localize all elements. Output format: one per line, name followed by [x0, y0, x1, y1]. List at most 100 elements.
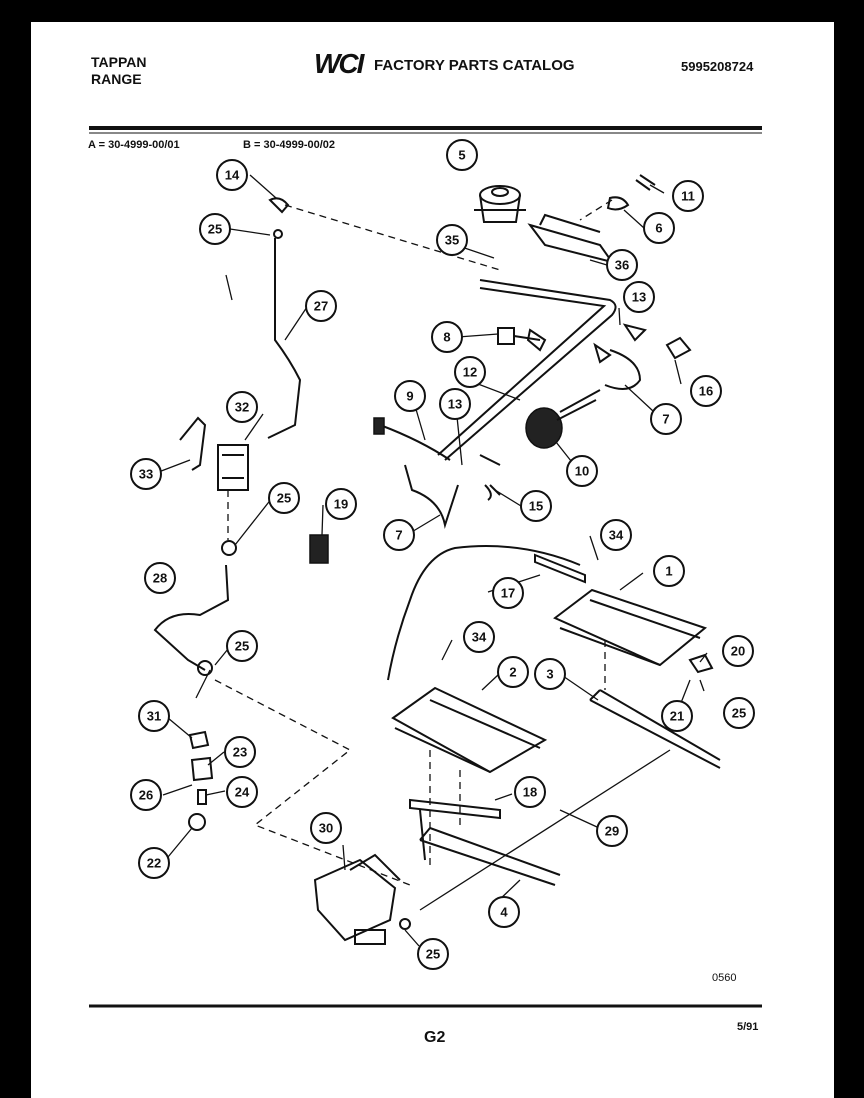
svg-text:27: 27: [314, 299, 328, 314]
callout-25-c: 25: [226, 630, 258, 662]
burner-edge: [559, 599, 701, 666]
svg-text:5: 5: [458, 148, 465, 163]
ignitor-cable: [379, 424, 451, 461]
svg-text:13: 13: [632, 290, 646, 305]
svg-text:2: 2: [509, 665, 516, 680]
pressure-regulator: [525, 407, 563, 449]
burner-bracket: [589, 689, 721, 769]
fitting: [197, 660, 213, 676]
svg-text:32: 32: [235, 400, 249, 415]
svg-text:14: 14: [225, 168, 240, 183]
callout-24: 24: [226, 776, 258, 808]
svg-text:25: 25: [208, 222, 222, 237]
svg-text:7: 7: [395, 528, 402, 543]
callout-36: 36: [606, 249, 638, 281]
valve-fitting: [526, 328, 547, 352]
svg-text:19: 19: [334, 497, 348, 512]
model-a: A = 30-4999-00/01: [88, 139, 180, 151]
spring: [197, 789, 207, 805]
revision-date: 5/91: [737, 1021, 759, 1033]
oven-burner-tube-end: [534, 553, 586, 584]
callout-27: 27: [305, 290, 337, 322]
fitting: [221, 540, 237, 556]
callout-13b: 13: [439, 388, 471, 420]
ignitor-fitting: [593, 323, 647, 364]
svg-text:25: 25: [235, 639, 249, 654]
callout-26: 26: [130, 779, 162, 811]
clamp: [484, 484, 492, 501]
callout-32: 32: [226, 391, 258, 423]
svg-text:34: 34: [609, 528, 624, 543]
callout-35: 35: [436, 224, 468, 256]
svg-text:12: 12: [463, 365, 477, 380]
callout-31: 31: [138, 700, 170, 732]
svg-text:22: 22: [147, 856, 161, 871]
assembly-line: [284, 204, 501, 271]
assembly-line: [214, 679, 411, 886]
callout-4: 4: [488, 896, 520, 928]
callout-13: 13: [623, 281, 655, 313]
page-number: G2: [424, 1029, 446, 1046]
callout-25-d: 25: [723, 697, 755, 729]
svg-text:7: 7: [662, 412, 669, 427]
svg-text:25: 25: [426, 947, 440, 962]
callout-5: 5: [446, 139, 478, 171]
thermostat-bracket: [179, 416, 207, 471]
thermocouple: [404, 464, 459, 529]
callout-18: 18: [514, 776, 546, 808]
oven-burner: [391, 686, 548, 774]
callout-8: 8: [431, 321, 463, 353]
catalog-title: FACTORY PARTS CATALOG: [374, 57, 575, 74]
fitting: [688, 653, 714, 674]
svg-text:10: 10: [575, 464, 589, 479]
callout-10: 10: [566, 455, 598, 487]
pilot-tube: [267, 238, 302, 439]
fitting: [273, 229, 283, 239]
cable-connector: [373, 417, 385, 435]
mounting-bracket: [527, 213, 615, 264]
callout-6: 6: [643, 212, 675, 244]
manifold-pipe: [437, 279, 617, 461]
callout-17: 17: [492, 577, 524, 609]
cap: [188, 730, 210, 750]
svg-text:25: 25: [277, 491, 291, 506]
oven-burner-tube: [387, 545, 581, 681]
svg-text:28: 28: [153, 571, 167, 586]
svg-text:24: 24: [235, 785, 250, 800]
burner-support: [419, 827, 561, 886]
burner-edge: [394, 699, 541, 773]
callout-1: 1: [653, 555, 685, 587]
callout-3: 3: [534, 658, 566, 690]
callout-25-b: 25: [268, 482, 300, 514]
svg-text:18: 18: [523, 785, 537, 800]
safety-valve: [313, 853, 401, 945]
svg-text:34: 34: [472, 630, 487, 645]
ignitor-fitting: [479, 454, 501, 496]
svg-text:4: 4: [500, 905, 508, 920]
pilot-bracket: [268, 197, 290, 214]
svg-text:23: 23: [233, 745, 247, 760]
svg-text:26: 26: [139, 788, 153, 803]
svg-text:3: 3: [546, 667, 553, 682]
callout-20: 20: [722, 635, 754, 667]
regulator-tube: [556, 389, 601, 421]
svg-text:17: 17: [501, 586, 515, 601]
callout-22: 22: [138, 847, 170, 879]
svg-text:11: 11: [681, 189, 695, 204]
callout-12: 12: [454, 356, 486, 388]
svg-text:6: 6: [655, 221, 662, 236]
brand-line-2: RANGE: [91, 71, 142, 87]
callout-34-a: 34: [600, 519, 632, 551]
callout-29: 29: [596, 815, 628, 847]
callout-30: 30: [310, 812, 342, 844]
svg-text:1: 1: [665, 564, 672, 579]
svg-text:25: 25: [732, 706, 746, 721]
svg-text:36: 36: [615, 258, 629, 273]
svg-text:21: 21: [670, 709, 684, 724]
pilot-line: [419, 749, 671, 911]
callout-7b: 7: [383, 519, 415, 551]
oven-pilot-tube: [153, 564, 230, 671]
orifice-spud: [635, 174, 656, 191]
svg-text:8: 8: [443, 330, 450, 345]
